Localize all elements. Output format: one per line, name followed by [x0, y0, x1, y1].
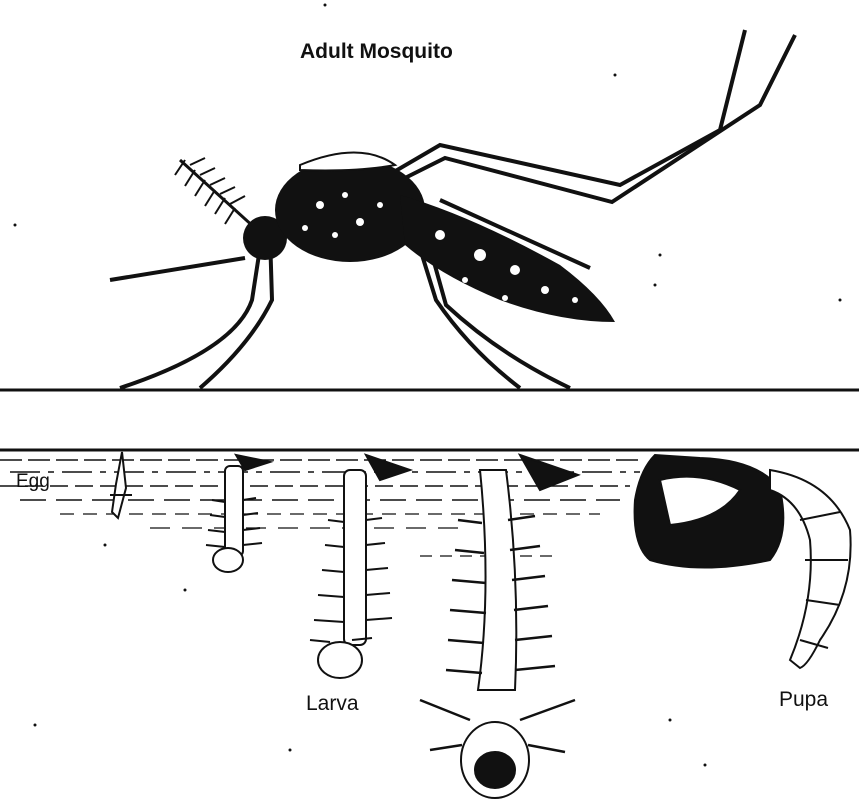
- background-speckles: [14, 4, 842, 767]
- antenna: [175, 158, 255, 228]
- egg: [110, 452, 132, 518]
- pupa-label: Pupa: [779, 688, 828, 712]
- mosquito-legs: [120, 30, 795, 388]
- pupa: [635, 455, 851, 668]
- larva-label: Larva: [306, 692, 359, 716]
- wing: [300, 153, 395, 171]
- egg-label: Egg: [16, 471, 50, 493]
- adult-mosquito: [110, 30, 795, 388]
- diagram-title: Adult Mosquito: [300, 40, 453, 64]
- larva-stage-3: [461, 455, 578, 798]
- abdomen: [400, 195, 615, 322]
- larva-stage-2: [318, 455, 410, 678]
- proboscis: [110, 258, 245, 280]
